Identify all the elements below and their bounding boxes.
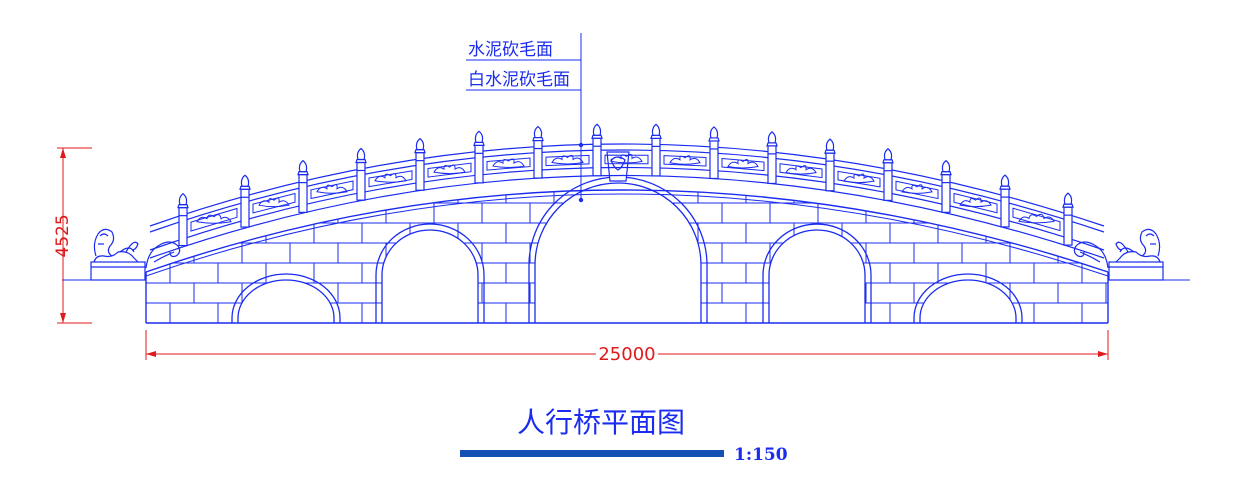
baluster-post xyxy=(1062,192,1074,246)
lion-statue-left xyxy=(90,228,146,281)
baluster-post xyxy=(708,126,720,180)
baluster-post xyxy=(940,159,952,213)
width-dimension-label-bg xyxy=(596,344,658,362)
callout-label-cement: 水泥砍毛面 xyxy=(468,40,553,60)
baluster-post xyxy=(473,130,485,184)
baluster-post xyxy=(650,123,662,177)
baluster-post xyxy=(591,123,603,177)
balustrade-panel xyxy=(604,153,649,165)
arch-inner-right xyxy=(762,223,872,323)
drawing-scale: 1:150 xyxy=(734,445,788,465)
balustrade-panel xyxy=(721,157,765,172)
balustrade-panel xyxy=(837,170,881,188)
balustrade-panel xyxy=(310,180,354,200)
arch-inner-left xyxy=(375,223,485,323)
baluster-post xyxy=(532,125,544,179)
material-callout: 水泥砍毛面 白水泥砍毛面 xyxy=(466,33,584,203)
baluster-post xyxy=(766,131,778,185)
width-dimension-label: 25000 xyxy=(598,344,655,365)
baluster-post xyxy=(355,147,367,201)
scale-bar xyxy=(460,450,724,457)
height-dimension xyxy=(57,147,92,324)
balustrade-panel xyxy=(368,170,413,188)
baluster-post xyxy=(999,174,1011,228)
arch-outer-right xyxy=(913,273,1023,323)
balustrade-panel xyxy=(895,180,939,200)
callout-label-white-cement: 白水泥砍毛面 xyxy=(468,70,570,90)
balustrade-panel xyxy=(779,163,823,179)
baluster-post xyxy=(824,138,836,192)
height-dimension-label: 4525 xyxy=(53,214,73,257)
balustrade-panel xyxy=(1012,207,1061,232)
balustrade xyxy=(149,123,1105,259)
arch-outer-left xyxy=(231,273,341,323)
baluster-post xyxy=(177,192,189,247)
end-scroll-left xyxy=(145,241,181,269)
arches xyxy=(231,176,1023,323)
lion-statue-right xyxy=(1108,228,1164,281)
balustrade-panel xyxy=(953,192,998,214)
baluster-post xyxy=(414,137,426,191)
balustrade-panel xyxy=(486,157,531,171)
baluster-post xyxy=(882,147,894,201)
arch-center xyxy=(528,176,708,323)
balustrade-panel xyxy=(545,154,590,167)
drawing-title: 人行桥平面图 xyxy=(517,406,685,439)
balustrade-panel xyxy=(663,155,707,167)
bridge-outline xyxy=(145,189,1109,324)
baluster-post xyxy=(297,159,309,213)
end-scroll-right xyxy=(1073,241,1109,269)
baluster-post xyxy=(239,174,251,228)
balustrade-panel xyxy=(427,162,472,178)
balustrade-panel xyxy=(190,207,238,232)
balustrade-panel xyxy=(252,192,296,214)
